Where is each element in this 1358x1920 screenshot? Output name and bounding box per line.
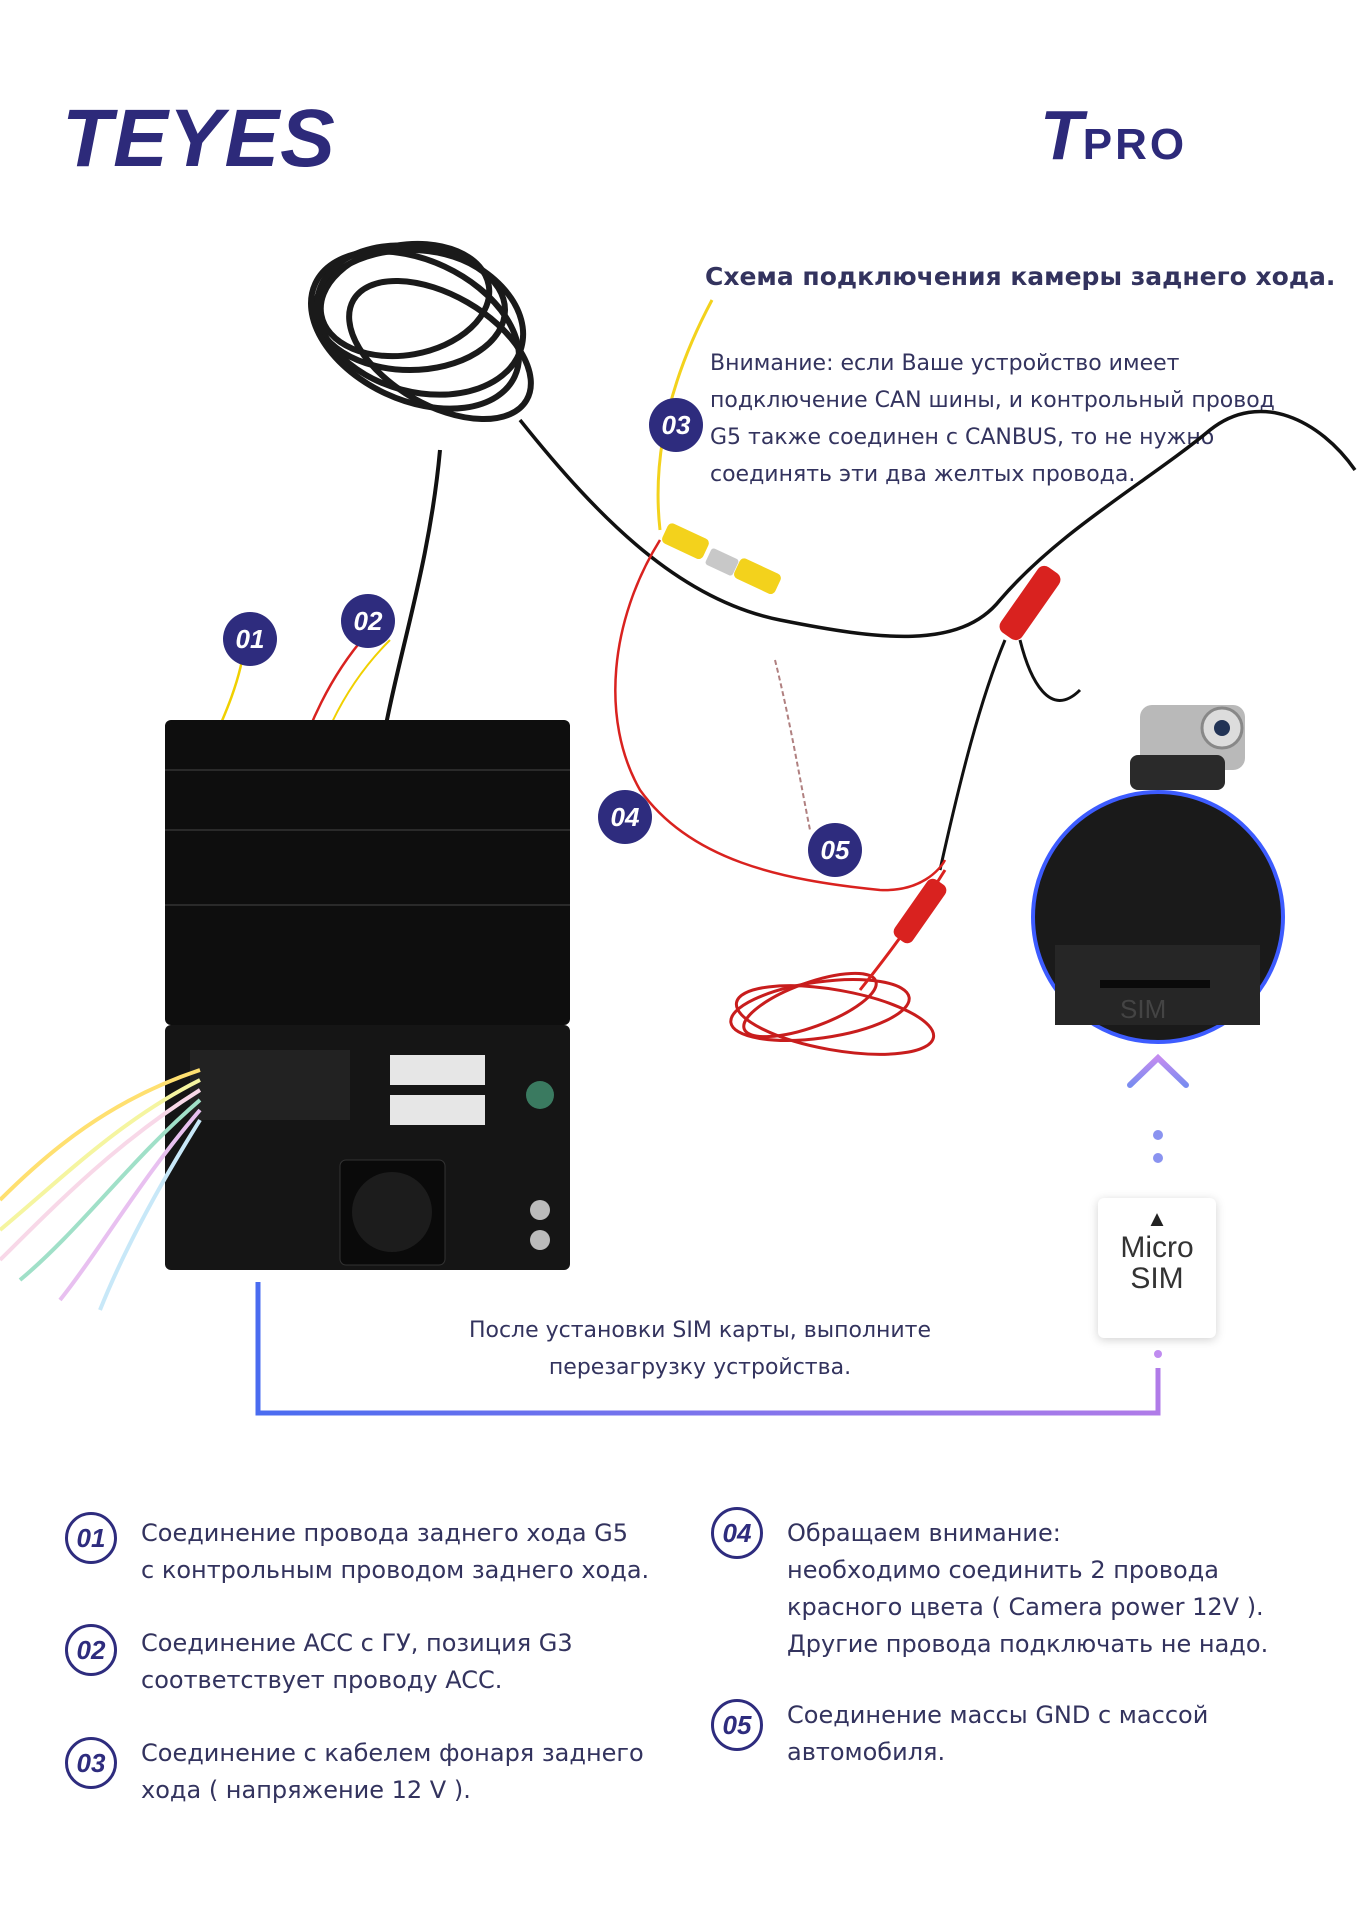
cable-coil — [308, 240, 534, 423]
legend-badge-03: 03 — [65, 1737, 117, 1789]
legend-line: хода ( напряжение 12 V ). — [141, 1776, 471, 1804]
legend-line: Другие провода подключать не надо. — [787, 1630, 1269, 1658]
legend-line: Обращаем внимание: — [787, 1519, 1061, 1547]
ground-wire — [774, 659, 811, 831]
legend-line: Соединение ACC с ГУ, позиция G3 — [141, 1629, 573, 1657]
red-power-connector — [893, 878, 947, 944]
badge-05: 05 — [808, 823, 862, 877]
legend-badge-01: 01 — [65, 1512, 117, 1564]
badge-03: 03 — [649, 398, 703, 452]
sim-note-line-1: После установки SIM карты, выполните — [468, 1318, 932, 1343]
sim-slot-closeup: SIM — [1031, 790, 1285, 1044]
black-cable-to-camera — [518, 409, 1357, 639]
legend-item-03: Соединение с кабелем фонаря заднего хода… — [141, 1735, 644, 1809]
sim-card-label-2: SIM — [1130, 1262, 1184, 1295]
dot — [1154, 1350, 1162, 1358]
tpro-logo: TPRO — [1040, 95, 1187, 175]
dot — [1153, 1130, 1163, 1140]
badge-01: 01 — [223, 612, 277, 666]
legend-item-01: Соединение провода заднего хода G5 с кон… — [141, 1515, 649, 1589]
tpro-logo-sub: PRO — [1082, 120, 1188, 169]
harness-bundle — [0, 1068, 202, 1311]
rear-camera — [1130, 705, 1245, 790]
legend-line: автомобиля. — [787, 1738, 946, 1766]
legend-line: Соединение с кабелем фонаря заднего — [141, 1739, 644, 1767]
micro-sim-card: ▲ Micro SIM — [1098, 1198, 1216, 1338]
head-unit — [165, 720, 570, 1270]
diagram-title: Схема подключения камеры заднего хода. — [705, 262, 1336, 291]
legend-badge-02: 02 — [65, 1624, 117, 1676]
legend-item-05: Соединение массы GND с массой автомобиля… — [787, 1697, 1208, 1771]
red-camera-connector — [999, 565, 1061, 641]
install-path-line — [255, 1282, 1161, 1416]
red-power-coil — [729, 971, 936, 1056]
legend-line: необходимо соединить 2 провода — [787, 1556, 1219, 1584]
legend-line: красного цвета ( Camera power 12V ). — [787, 1593, 1264, 1621]
teyes-logo: TEYES — [62, 93, 336, 184]
black-cable-to-unit — [383, 449, 442, 731]
sim-card-label-1: Micro — [1120, 1231, 1194, 1264]
legend-item-02: Соединение ACC с ГУ, позиция G3 соответс… — [141, 1625, 573, 1699]
warning-note: Внимание: если Ваше устройство имеет под… — [710, 351, 1275, 487]
badge-02: 02 — [341, 594, 395, 648]
tpro-logo-main: T — [1040, 96, 1083, 174]
badge-04: 04 — [598, 790, 652, 844]
dot — [1153, 1153, 1163, 1163]
sim-slot-label: SIM — [1120, 994, 1166, 1024]
legend-line: соответствует проводу ACC. — [141, 1666, 503, 1694]
legend-line: с контрольным проводом заднего хода. — [141, 1556, 650, 1584]
camera-pigtail — [1018, 639, 1082, 702]
triangle-icon: ▲ — [1146, 1206, 1168, 1231]
legend-line: Соединение массы GND с массой — [787, 1701, 1209, 1729]
legend-line: Соединение провода заднего хода G5 — [141, 1519, 629, 1547]
sim-note-line-2: перезагрузку устройства. — [548, 1355, 852, 1380]
sim-restart-note: После установки SIM карты, выполните пер… — [400, 1312, 1000, 1386]
insert-arrow — [1127, 1053, 1189, 1113]
legend-item-04: Обращаем внимание: необходимо соединить … — [787, 1515, 1268, 1663]
rca-connector-top — [662, 523, 781, 595]
legend-badge-05: 05 — [711, 1699, 763, 1751]
red-wire-04 — [614, 539, 947, 892]
legend-badge-04: 04 — [711, 1507, 763, 1559]
camera-power-cable — [938, 639, 1007, 871]
